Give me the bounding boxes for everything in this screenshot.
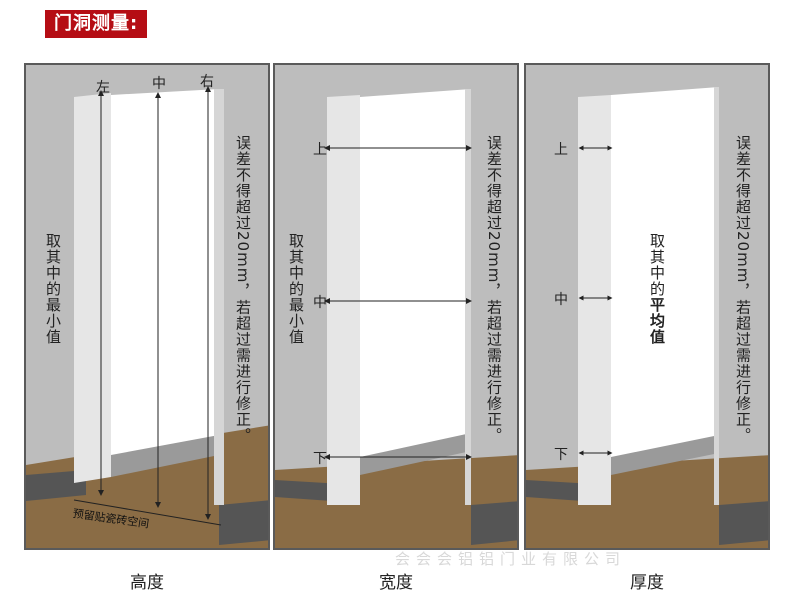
- right-baseboard: [719, 501, 768, 545]
- right-jamb: [465, 89, 471, 505]
- label-bottom: 下: [554, 447, 568, 463]
- height-panel: 左 中 右 取其中的最小值 误差不得超过20mm，若超过需进行修正。 预留贴瓷砖…: [24, 63, 270, 550]
- thickness-diagram: [526, 87, 768, 548]
- right-jamb: [214, 89, 224, 505]
- caption-thickness: 厚度: [630, 573, 664, 593]
- caption-height: 高度: [130, 573, 164, 593]
- label-middle: 中: [554, 292, 568, 308]
- door-opening: [611, 87, 719, 465]
- thickness-panel: 上 中 下 取其中的平均值 误差不得超过20mm，若超过需进行修正。: [524, 63, 770, 550]
- label-right: 右: [200, 74, 214, 90]
- label-middle: 中: [313, 295, 327, 311]
- average-value-emphasis: 平均值: [648, 297, 666, 345]
- section-title: 门洞测量:: [45, 10, 148, 38]
- label-left: 左: [96, 80, 110, 96]
- label-top: 上: [554, 142, 568, 158]
- error-note: 误差不得超过20mm，若超过需进行修正。: [234, 135, 252, 444]
- right-baseboard: [219, 500, 268, 545]
- door-opening: [111, 89, 219, 463]
- min-value-note: 取其中的最小值: [44, 233, 62, 345]
- height-diagram: [26, 86, 268, 548]
- error-note: 误差不得超过20mm，若超过需进行修正。: [734, 135, 752, 444]
- width-diagram: [275, 89, 517, 548]
- label-middle: 中: [152, 76, 166, 92]
- tile-space-line: [73, 499, 222, 526]
- watermark-text: 会会会铝铝门业有限公司: [395, 550, 627, 568]
- right-baseboard: [471, 501, 517, 545]
- opening-sill: [611, 435, 719, 475]
- label-top: 上: [313, 142, 327, 158]
- width-panel: 上 中 下 取其中的最小值 误差不得超过20mm，若超过需进行修正。: [273, 63, 519, 550]
- opening-sill: [111, 435, 219, 477]
- average-value-note: 取其中的平均值: [648, 233, 666, 345]
- min-value-note: 取其中的最小值: [287, 233, 305, 345]
- door-opening: [360, 89, 471, 465]
- left-jamb: [74, 93, 111, 483]
- label-bottom: 下: [313, 451, 327, 467]
- caption-width: 宽度: [379, 573, 413, 593]
- left-jamb: [578, 95, 611, 505]
- left-baseboard: [26, 470, 86, 501]
- error-note: 误差不得超过20mm，若超过需进行修正。: [485, 135, 503, 444]
- left-jamb: [327, 95, 360, 505]
- right-jamb: [714, 87, 719, 505]
